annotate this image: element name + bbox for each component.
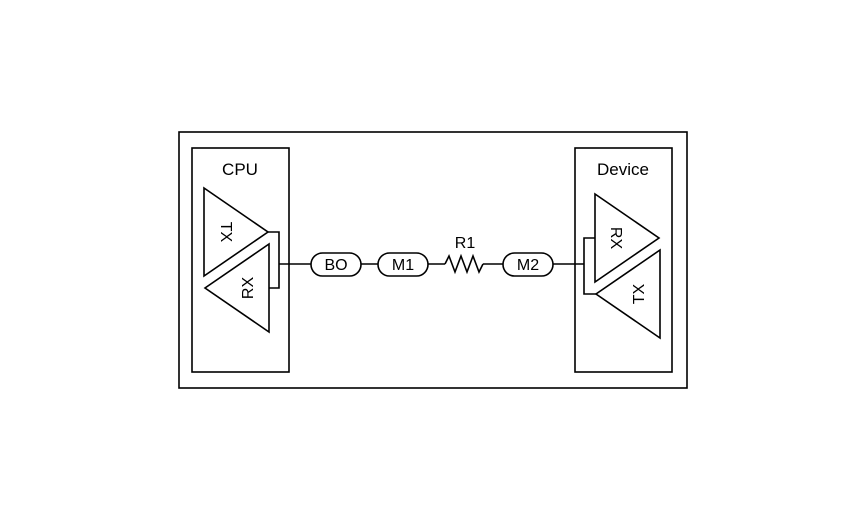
interconnect: BO M1 R1 M2 xyxy=(279,235,584,277)
device-rx-amplifier: RX xyxy=(594,192,661,284)
device-label: Device xyxy=(597,160,649,179)
device-block: Device RX TX xyxy=(574,147,673,373)
system-enclosure xyxy=(178,131,688,389)
device-internal-wire xyxy=(583,237,596,295)
cpu-label: CPU xyxy=(222,160,258,179)
cpu-rx-amplifier: RX xyxy=(203,242,270,334)
m1-label: M1 xyxy=(392,257,414,274)
m1-element: M1 xyxy=(377,252,429,277)
device-rx-label: RX xyxy=(607,227,624,250)
cpu-block: CPU TX RX xyxy=(191,147,290,373)
bo-element: BO xyxy=(310,252,362,277)
m2-element: M2 xyxy=(502,252,554,277)
cpu-tx-amplifier: TX xyxy=(203,186,270,278)
device-tx-amplifier: TX xyxy=(594,248,661,340)
r1-resistor: R1 xyxy=(444,235,484,275)
cpu-internal-wire xyxy=(268,231,280,289)
cpu-box xyxy=(191,147,290,373)
device-box xyxy=(574,147,673,373)
m2-label: M2 xyxy=(517,257,539,274)
bo-label: BO xyxy=(324,257,347,274)
device-tx-label: TX xyxy=(631,283,648,304)
cpu-rx-label: RX xyxy=(240,277,257,300)
r1-label: R1 xyxy=(455,235,476,252)
cpu-tx-label: TX xyxy=(217,222,234,243)
